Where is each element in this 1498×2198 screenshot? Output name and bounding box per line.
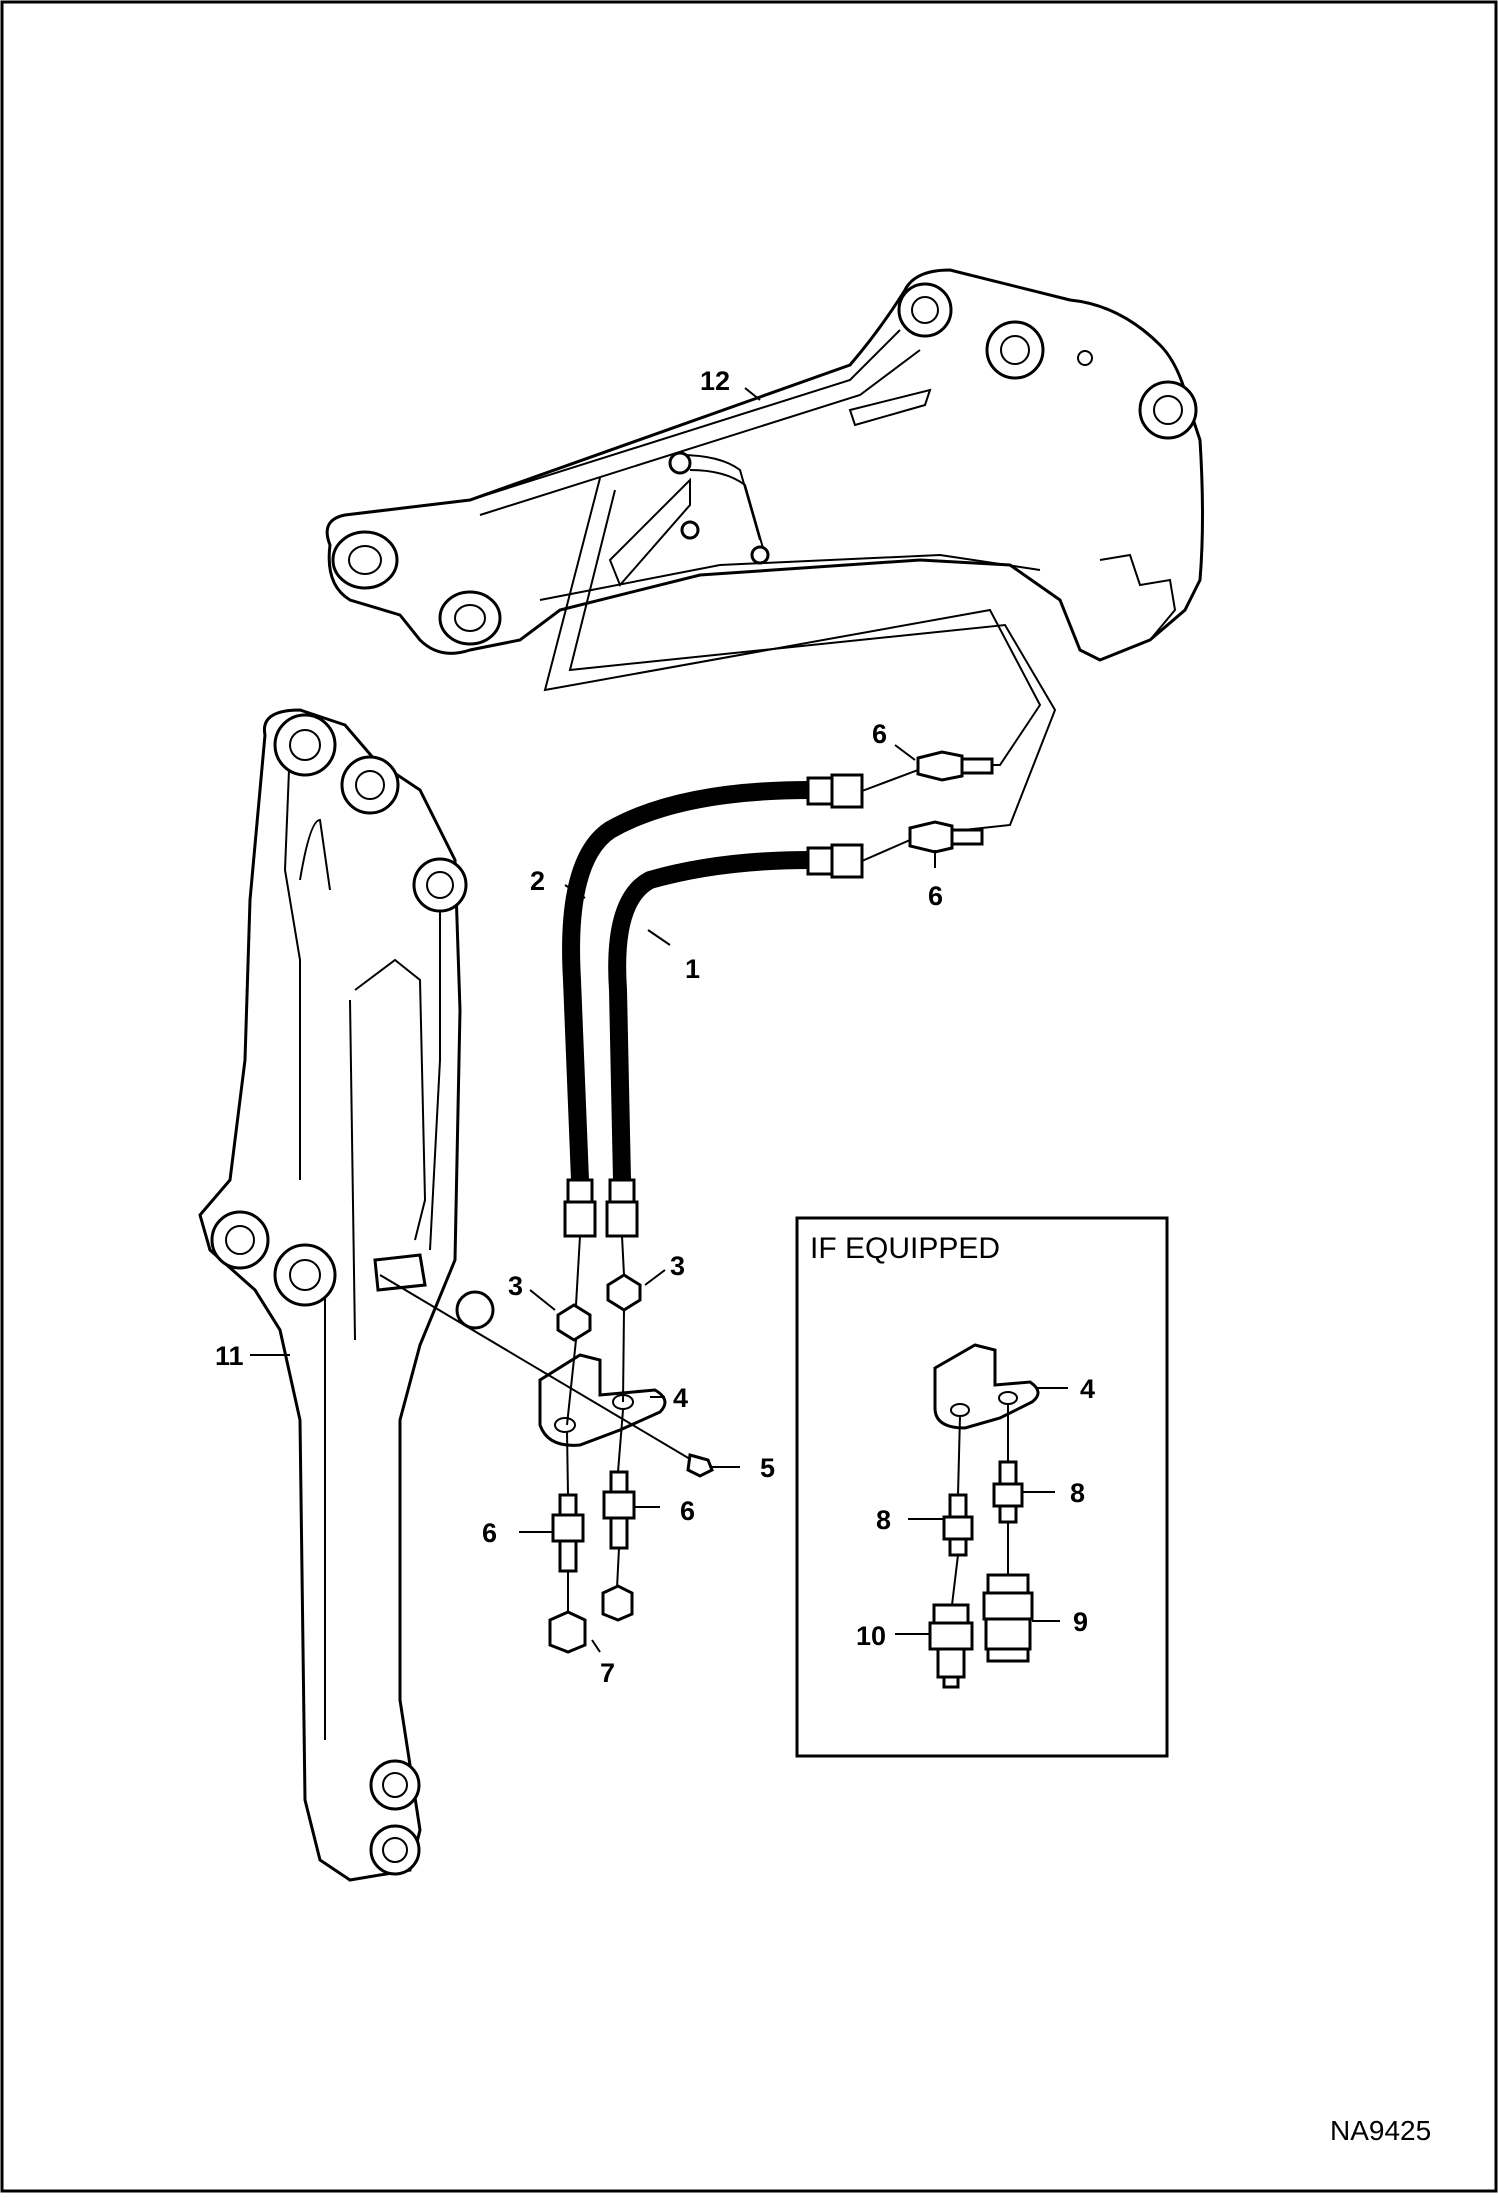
boom-illustration <box>198 708 495 1882</box>
callout-3-left: 3 <box>508 1271 523 1301</box>
callout-6-bottom-right: 6 <box>680 1496 695 1526</box>
callout-9: 9 <box>1073 1607 1088 1637</box>
callout-1: 1 <box>685 954 700 984</box>
callout-12: 12 <box>700 366 730 396</box>
callout-4-inset: 4 <box>1080 1374 1095 1404</box>
callout-4: 4 <box>673 1383 688 1413</box>
lower-fittings-illustration <box>379 1235 714 1654</box>
upper-adapter-fittings <box>861 750 994 862</box>
callout-11: 11 <box>215 1341 244 1371</box>
callout-7: 7 <box>600 1658 615 1688</box>
callout-5: 5 <box>760 1453 775 1483</box>
inset-border <box>795 1216 1169 1758</box>
callout-2: 2 <box>530 866 545 896</box>
hose-illustrations <box>562 773 864 1238</box>
figure-code: NA9425 <box>1330 2115 1431 2146</box>
arm-assembly-illustration <box>325 268 1204 662</box>
callout-6-top: 6 <box>872 719 887 749</box>
if-equipped-inset <box>795 1216 1169 1758</box>
callout-8-right: 8 <box>1070 1478 1085 1508</box>
callout-6-mid: 6 <box>928 881 943 911</box>
callout-3-right: 3 <box>670 1251 685 1281</box>
inset-title: IF EQUIPPED <box>810 1232 1000 1265</box>
callout-6-bottom-left: 6 <box>482 1518 497 1548</box>
callout-10: 10 <box>856 1621 886 1651</box>
leader-lines <box>250 387 1068 1653</box>
callout-8-left: 8 <box>876 1505 891 1535</box>
